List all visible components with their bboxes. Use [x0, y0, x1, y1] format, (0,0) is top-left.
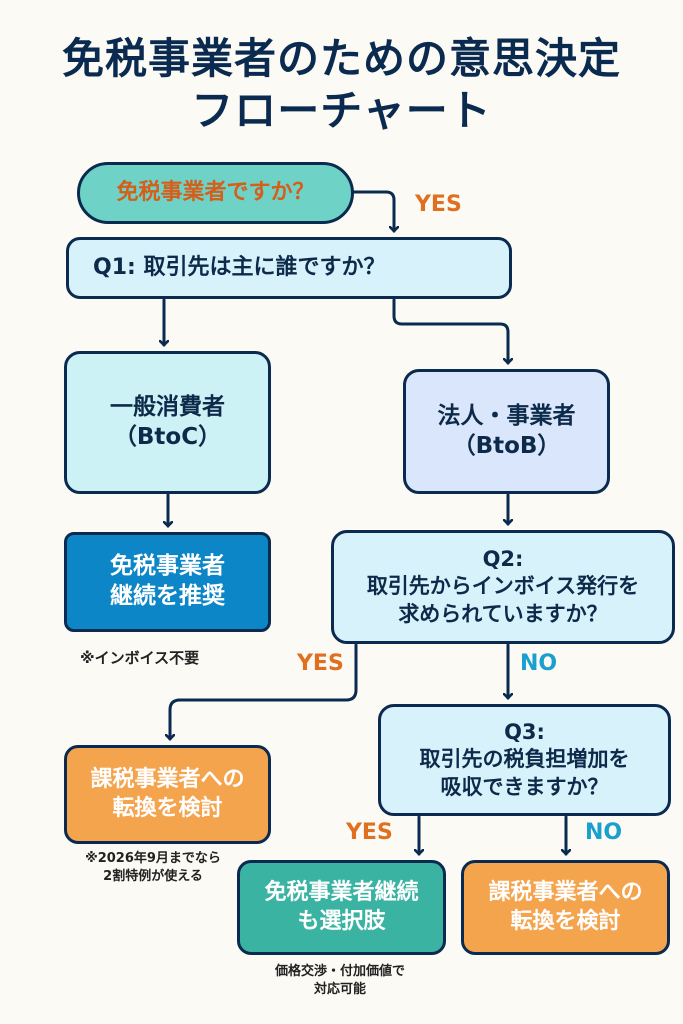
question-1-node: Q1: 取引先は主に誰ですか？ — [66, 237, 512, 299]
recommend-exempt-node: 免税事業者 継続を推奨 — [64, 532, 271, 632]
arrow-q1-to-btob — [392, 298, 508, 363]
question-1-text: Q1: 取引先は主に誰ですか？ — [93, 254, 386, 280]
btoc-text: 一般消費者 （BtoC） — [110, 393, 225, 450]
no-label-q3: NO — [585, 820, 623, 845]
btoc-node: 一般消費者 （BtoC） — [64, 351, 271, 494]
page-title: 免税事業者のための意思決定 — [61, 34, 621, 83]
yes-label-start: YES — [415, 192, 462, 217]
convert-taxable-left-text: 課税事業者への 転換を検討 — [90, 766, 245, 821]
convert-taxable-right-node: 課税事業者への 転換を検討 — [461, 860, 670, 955]
question-3-text: Q3: 取引先の税負担増加を 吸収できますか？ — [419, 720, 630, 799]
question-3-node: Q3: 取引先の税負担増加を 吸収できますか？ — [378, 704, 671, 816]
note-special-rule: ※2026年9月までなら 2割特例が使える — [85, 851, 221, 884]
continue-exempt-option-node: 免税事業者継続 も選択肢 — [237, 860, 446, 955]
page-subtitle: フローチャート — [191, 86, 492, 135]
continue-exempt-option-text: 免税事業者継続 も選択肢 — [264, 879, 419, 934]
start-node-text: 免税事業者ですか？ — [116, 179, 315, 205]
start-node: 免税事業者ですか？ — [77, 162, 354, 224]
arrow-q2-yes — [170, 643, 358, 739]
question-2-text: Q2: 取引先からインボイス発行を 求められていますか？ — [366, 547, 640, 626]
yes-label-q3: YES — [346, 820, 393, 845]
convert-taxable-left-node: 課税事業者への 転換を検討 — [64, 745, 271, 844]
btob-text: 法人・事業者 （BtoB） — [437, 402, 576, 459]
note-price-negotiation: 価格交渉・付加価値で 対応可能 — [274, 964, 405, 997]
question-2-node: Q2: 取引先からインボイス発行を 求められていますか？ — [331, 530, 675, 644]
arrow-start-to-q1 — [352, 190, 394, 231]
yes-label-q2: YES — [297, 651, 344, 676]
btob-node: 法人・事業者 （BtoB） — [403, 369, 610, 494]
recommend-exempt-text: 免税事業者 継続を推奨 — [110, 553, 225, 609]
no-label-q2: NO — [520, 651, 558, 676]
convert-taxable-right-text: 課税事業者への 転換を検討 — [488, 879, 643, 934]
note-no-invoice: ※インボイス不要 — [80, 649, 200, 667]
